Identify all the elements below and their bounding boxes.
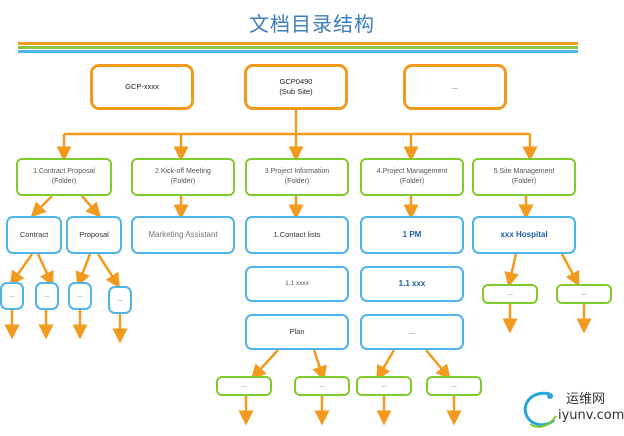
node-pm-ellipsis: ...: [360, 314, 464, 350]
node-pm: 1 PM: [360, 216, 464, 254]
folder-project-information-label: 3.Project Information: [264, 168, 330, 175]
folder-project-information-type: (Folder): [284, 178, 310, 185]
node-contact-lists-label: 1.Contact lists: [273, 230, 321, 239]
leaf-contract-1: ...: [0, 282, 24, 310]
node-top-ellipsis: ...: [403, 64, 507, 110]
folder-project-management-type: (Folder): [399, 178, 425, 185]
divider-blue: [18, 50, 578, 53]
node-plan-label: Plan: [289, 327, 305, 336]
node-gcp-xxxx: GCP-xxxx: [90, 64, 194, 110]
logo-text-url: iyunv.com: [558, 408, 624, 423]
folder-project-information: 3.Project Information (Folder): [245, 158, 349, 196]
leaf-pm-2: ...: [426, 376, 482, 396]
node-marketing-assistant: Marketing Assistant: [131, 216, 235, 254]
leaf-contract-2: ...: [35, 282, 59, 310]
node-hospital-label: xxx Hospital: [500, 230, 548, 239]
node-11-xxxx: 1.1 xxxx: [245, 266, 349, 302]
leaf-proposal-2-label: ...: [117, 296, 123, 303]
node-pm-11-xxx-label: 1.1 xxx: [398, 279, 426, 288]
node-top-ellipsis-label: ...: [451, 82, 459, 91]
leaf-hospital-2: ...: [556, 284, 612, 304]
watermark-logo: 运维网 iyunv.com: [520, 384, 624, 432]
folder-kickoff-meeting-type: (Folder): [170, 178, 196, 185]
divider-orange: [18, 42, 578, 45]
leaf-plan-1-label: ...: [241, 382, 247, 389]
folder-kickoff-meeting: 2.Kick-off Meeting (Folder): [131, 158, 235, 196]
leaf-hospital-1-label: ...: [507, 290, 513, 297]
leaf-plan-1: ...: [216, 376, 272, 396]
node-proposal: Proposal: [66, 216, 122, 254]
node-pm-ellipsis-label: ...: [408, 327, 416, 336]
node-gcp0490-sublabel: (Sub Site): [279, 87, 313, 96]
folder-contract-proposal-type: (Folder): [51, 178, 77, 185]
node-gcp-xxxx-label: GCP-xxxx: [125, 82, 159, 91]
folder-project-management-label: 4.Project Management: [376, 168, 448, 175]
page-title: 文档目录结构: [249, 12, 375, 36]
leaf-plan-2: ...: [294, 376, 350, 396]
leaf-proposal-2: ...: [108, 286, 132, 314]
leaf-plan-2-label: ...: [319, 382, 325, 389]
divider-green: [18, 46, 578, 49]
node-contract: Contract: [6, 216, 62, 254]
leaf-contract-2-label: ...: [44, 292, 50, 299]
leaf-contract-1-label: ...: [9, 292, 15, 299]
folder-project-management: 4.Project Management (Folder): [360, 158, 464, 196]
node-gcp0490-label: GCP0490: [279, 77, 313, 86]
leaf-pm-2-label: ...: [451, 382, 457, 389]
node-11-xxxx-label: 1.1 xxxx: [285, 280, 309, 287]
node-plan: Plan: [245, 314, 349, 350]
leaf-proposal-1-label: ...: [77, 292, 83, 299]
logo-swirl-icon: [523, 391, 557, 428]
folder-kickoff-meeting-label: 2.Kick-off Meeting: [155, 168, 211, 175]
leaf-hospital-1: ...: [482, 284, 538, 304]
node-hospital: xxx Hospital: [472, 216, 576, 254]
node-contact-lists: 1.Contact lists: [245, 216, 349, 254]
folder-site-management: 5.Site Management (Folder): [472, 158, 576, 196]
logo-text-cn: 运维网: [566, 392, 606, 407]
folder-site-management-label: 5.Site Management: [493, 168, 555, 175]
node-marketing-assistant-label: Marketing Assistant: [148, 230, 218, 239]
node-proposal-label: Proposal: [79, 230, 109, 239]
node-pm-11-xxx: 1.1 xxx: [360, 266, 464, 302]
folder-contract-proposal-label: 1.Contract Proposal: [33, 168, 95, 175]
leaf-pm-1: ...: [356, 376, 412, 396]
folder-site-management-type: (Folder): [511, 178, 537, 185]
folder-contract-proposal: 1.Contract Proposal (Folder): [16, 158, 112, 196]
node-gcp0490: GCP0490 (Sub Site): [244, 64, 348, 110]
leaf-proposal-1: ...: [68, 282, 92, 310]
node-contract-label: Contract: [19, 230, 49, 239]
node-pm-label: 1 PM: [402, 230, 422, 239]
leaf-hospital-2-label: ...: [581, 290, 587, 297]
leaf-pm-1-label: ...: [381, 382, 387, 389]
